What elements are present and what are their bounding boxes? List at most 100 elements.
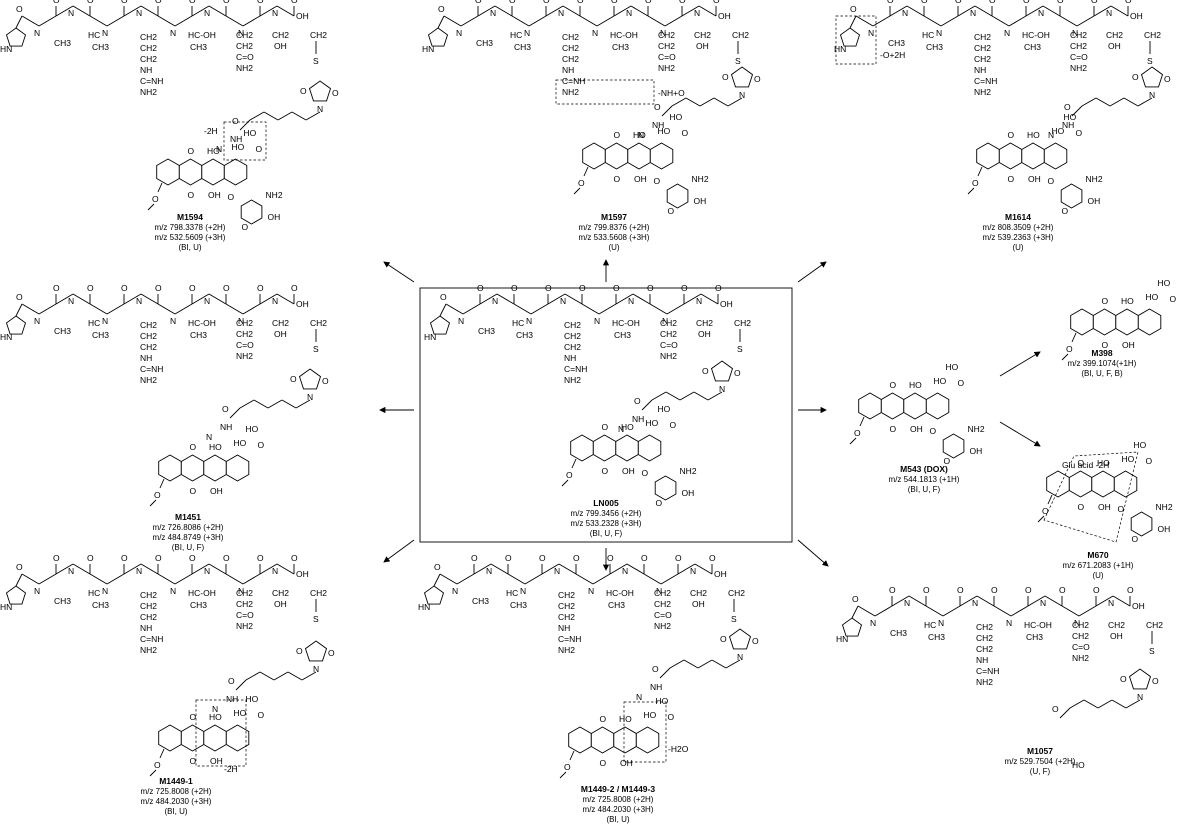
- atom-label: HO: [232, 142, 245, 152]
- atom-label: O: [228, 192, 235, 202]
- atom-label: CH2: [140, 601, 157, 611]
- atom-label: CH2: [1146, 620, 1163, 630]
- atom-label: O: [1127, 585, 1134, 595]
- bond: [263, 111, 279, 121]
- bond: [479, 293, 498, 305]
- atom-label: O: [613, 283, 620, 293]
- atom-label: O: [545, 283, 552, 293]
- atom-label: N: [739, 90, 745, 100]
- atom-label: HO: [656, 696, 669, 706]
- atom-label: O: [190, 442, 197, 452]
- bond: [123, 293, 142, 305]
- bond: [89, 303, 108, 315]
- succinimide-ring: [710, 360, 734, 382]
- atom-label: HN: [834, 44, 846, 54]
- succinimide-ring: [298, 368, 322, 390]
- modification-note: -H2O: [668, 744, 689, 754]
- anthracycline-ring: [1091, 470, 1115, 498]
- atom-label: HC: [88, 30, 100, 40]
- bond: [225, 303, 244, 315]
- bond: [174, 15, 193, 27]
- atom-label: HC: [922, 30, 934, 40]
- atom-label: CH3: [928, 632, 945, 642]
- atom-label: OH: [622, 466, 635, 476]
- atom-label: O: [614, 174, 621, 184]
- bond: [208, 563, 227, 575]
- atom-label: S: [731, 614, 737, 624]
- bond: [681, 5, 700, 17]
- atom-label: O: [600, 714, 607, 724]
- bond: [609, 563, 628, 575]
- bond: [1010, 605, 1029, 617]
- bond: [569, 750, 575, 761]
- bond: [976, 595, 995, 607]
- atom-label: CH2: [1108, 620, 1125, 630]
- bond: [15, 573, 23, 587]
- anthracycline-ring: [178, 158, 203, 186]
- atom-label: N: [1038, 8, 1044, 18]
- atom-label: O: [223, 0, 230, 5]
- structure-id: M1597: [601, 212, 627, 222]
- proline-ring: [5, 315, 27, 335]
- atom-label: C=O: [660, 340, 678, 350]
- atom-label: O: [1102, 340, 1109, 350]
- bond: [528, 15, 547, 27]
- mz-caption: (U): [1092, 571, 1103, 580]
- atom-label: O: [682, 128, 689, 138]
- atom-label: OH: [1130, 11, 1143, 21]
- atom-label: O: [1146, 456, 1153, 466]
- bond: [857, 605, 876, 617]
- anthracycline-ring: [1043, 142, 1068, 170]
- atom-label: CH2: [696, 318, 713, 328]
- structure-id: M1594: [177, 212, 203, 222]
- atom-label: N: [34, 316, 40, 326]
- atom-label: O: [607, 553, 614, 563]
- atom-label: N: [1048, 130, 1054, 140]
- anthracycline-ring: [1046, 470, 1070, 498]
- bond: [974, 5, 993, 17]
- bond: [874, 605, 893, 617]
- atom-label: N: [486, 566, 492, 576]
- atom-label: N: [636, 692, 642, 702]
- bond: [72, 5, 91, 17]
- atom-label: CH3: [890, 628, 907, 638]
- atom-label: N: [972, 598, 978, 608]
- atom-label: O: [1076, 128, 1083, 138]
- atom-label: HO: [209, 712, 222, 722]
- atom-label: HO: [234, 438, 247, 448]
- atom-label: O: [577, 0, 584, 5]
- atom-label: O: [634, 396, 641, 406]
- atom-label: HC-OH: [1022, 30, 1050, 40]
- atom-label: O: [668, 206, 675, 216]
- anthracycline-ring: [615, 434, 639, 462]
- atom-label: O: [228, 676, 235, 686]
- atom-label: N: [272, 566, 278, 576]
- sugar-ring: [240, 199, 263, 225]
- bond: [727, 97, 743, 107]
- atom-label: O: [614, 130, 621, 140]
- mz-caption: m/z 484.8749 (+3H): [153, 533, 224, 542]
- bond: [665, 391, 681, 401]
- bond: [1059, 707, 1071, 719]
- atom-label: C=NH: [140, 76, 163, 86]
- atom-label: CH2: [564, 320, 581, 330]
- atom-label: O: [611, 0, 618, 5]
- atom-label: N: [588, 586, 594, 596]
- atom-label: CH3: [1026, 632, 1043, 642]
- bond: [1061, 353, 1069, 361]
- atom-label: N: [737, 652, 743, 662]
- atom-label: NH: [220, 422, 232, 432]
- succinimide-ring: [730, 66, 754, 88]
- bond: [1093, 5, 1112, 17]
- bond: [106, 303, 125, 315]
- anthracycline-ring: [158, 724, 182, 752]
- atom-label: NH2: [658, 63, 675, 73]
- anthracycline-ring: [925, 392, 950, 420]
- atom-label: S: [313, 614, 319, 624]
- atom-label: CH2: [140, 590, 157, 600]
- atom-label: O: [1152, 676, 1159, 686]
- atom-label: O: [573, 553, 580, 563]
- atom-label: O: [1132, 72, 1139, 82]
- bond: [1110, 5, 1129, 17]
